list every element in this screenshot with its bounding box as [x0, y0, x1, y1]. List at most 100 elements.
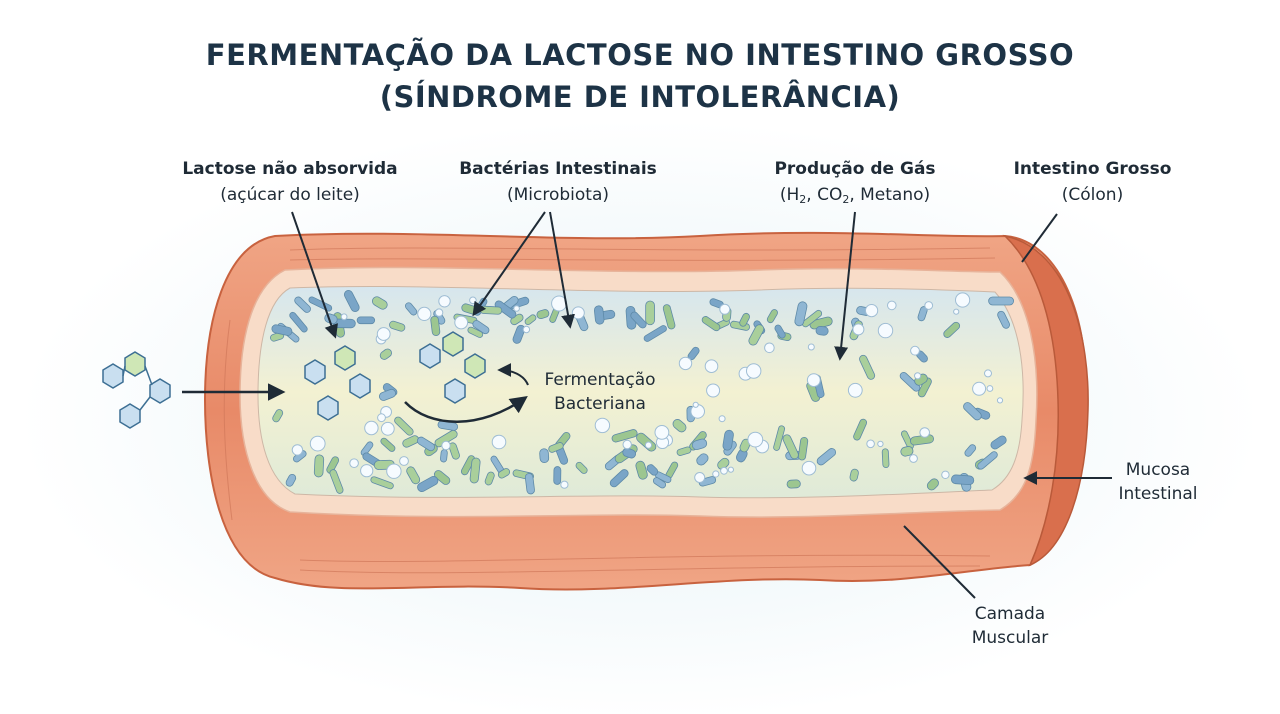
label-colon: Intestino Grosso (Cólon) — [975, 156, 1210, 208]
gas-bubble-icon — [377, 413, 386, 423]
label-bacteria-subtitle: (Microbiota) — [506, 185, 610, 205]
bacteria-icon — [379, 388, 396, 401]
bacteria-icon — [943, 321, 961, 338]
arrow-icon — [497, 363, 529, 386]
gas-bubble-icon — [924, 301, 934, 310]
bacteria-icon — [662, 304, 676, 330]
gas-bubble-icon — [469, 296, 477, 305]
bacteria-icon — [416, 436, 436, 452]
bacteria-icon — [371, 296, 388, 310]
gas-bubble-icon — [560, 480, 569, 489]
gas-bubble-icon — [953, 308, 960, 315]
bacteria-icon — [389, 320, 406, 332]
bacteria-icon — [997, 310, 1010, 329]
label-fermentation-line2: Bacteriana — [554, 394, 646, 414]
bacteria-icon — [593, 305, 605, 325]
muscle-fibres — [223, 247, 996, 574]
bacteria-icon — [548, 442, 564, 453]
label-muscle-line2: Muscular — [971, 628, 1049, 648]
bacteria-icon — [417, 475, 439, 493]
gas-bubble-icon — [877, 322, 894, 339]
gas-bubble-icon — [877, 440, 884, 448]
label-muscle: Camada Muscular — [945, 602, 1075, 650]
gas-bubble-icon — [909, 454, 918, 463]
gas-bubble-icon — [919, 427, 931, 438]
label-muscle-line1: Camada — [974, 604, 1046, 624]
bacteria-icon — [370, 476, 394, 490]
bacteria-icon — [356, 316, 376, 325]
bacteria-icon — [899, 371, 921, 392]
bacteria-icon — [524, 473, 535, 495]
gas-bubble-icon — [434, 308, 444, 317]
gas-bubble-icon — [438, 295, 451, 308]
bacteria-icon — [313, 454, 325, 478]
bacteria-icon — [950, 474, 975, 486]
bacteria-icon — [467, 326, 484, 338]
gas-bubble-icon — [622, 439, 632, 450]
bacteria-icon — [816, 448, 837, 466]
bacteria-icon — [497, 468, 511, 479]
bacteria-icon — [672, 419, 687, 433]
gas-bubble-icon — [441, 440, 451, 451]
gas-bubble-icon — [376, 327, 391, 341]
bacteria-icon — [469, 457, 481, 484]
bacteria-group — [270, 290, 1014, 495]
bacteria-icon — [900, 446, 914, 457]
gas-bubble-icon — [914, 372, 922, 380]
label-fermentation: Fermentação Bacteriana — [525, 368, 675, 416]
bacteria-icon — [622, 447, 636, 459]
bacteria-icon — [285, 473, 297, 487]
gas-bubble-icon — [309, 435, 326, 452]
bacteria-icon — [782, 434, 799, 460]
bacteria-icon — [917, 377, 932, 398]
gas-bubble-icon — [380, 421, 395, 436]
gas-bubble-icon — [727, 466, 735, 473]
gas-bubble-icon — [454, 315, 469, 330]
bacteria-icon — [524, 314, 537, 326]
bacteria-icon — [748, 324, 765, 346]
gas-bubble-icon — [364, 420, 379, 436]
gas-bubble-icon — [594, 417, 611, 434]
bacteria-icon — [289, 311, 308, 333]
bacteria-icon — [343, 290, 360, 312]
bacteria-icon — [484, 471, 495, 486]
label-lactose-title: Lactose não absorvida — [182, 159, 398, 179]
gas-bubble-icon — [349, 458, 359, 469]
gas-bubble-icon — [806, 373, 821, 388]
page-subtitle: (SÍNDROME DE INTOLERÂNCIA) — [379, 80, 901, 114]
bacteria-icon — [646, 464, 659, 476]
gas-bubble-icon — [720, 466, 728, 475]
gas-bubble-icon — [747, 431, 764, 448]
bacteria-icon — [536, 309, 550, 320]
bacteria-icon — [611, 429, 638, 443]
bacteria-icon — [717, 457, 730, 470]
gas-bubble-icon — [712, 470, 720, 478]
bacteria-icon — [440, 449, 448, 463]
bacteria-icon — [801, 309, 823, 328]
gas-bubble-icon — [417, 306, 432, 321]
colon-cut-end — [1002, 234, 1089, 567]
gas-bubble-icon — [801, 460, 817, 476]
label-mucosa-line2: Intestinal — [1118, 484, 1198, 504]
gas-bubble-icon — [972, 381, 987, 396]
gas-bubble-icon — [399, 456, 409, 466]
label-gas-subtitle: (H2, CO2, Metano) — [779, 185, 931, 206]
gas-bubble-icon — [704, 359, 719, 374]
bacteria-icon — [676, 446, 692, 456]
gas-bubble-icon — [719, 303, 731, 315]
gas-bubble-icon — [941, 470, 950, 479]
bacteria-icon — [360, 441, 374, 456]
bacteria-icon — [430, 315, 441, 337]
bacteria-icon — [630, 311, 647, 329]
gas-bubble-icon — [986, 385, 994, 392]
bacteria-icon — [329, 469, 344, 494]
label-colon-title: Intestino Grosso — [1013, 159, 1172, 179]
bacteria-icon — [853, 418, 868, 441]
label-bacteria-title: Bactérias Intestinais — [459, 159, 657, 179]
bacteria-icon — [881, 448, 890, 469]
gas-bubble-icon — [852, 323, 865, 336]
gas-bubble-icon — [654, 425, 670, 440]
bacteria-icon — [553, 466, 562, 485]
bacteria-icon — [701, 316, 721, 332]
